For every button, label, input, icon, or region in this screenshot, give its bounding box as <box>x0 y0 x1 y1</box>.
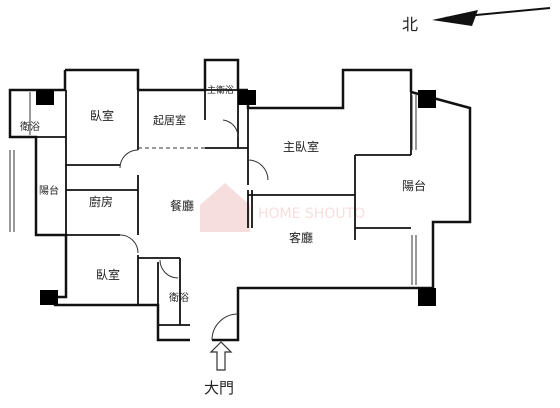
room-label-bath-bottom: 衛浴 <box>169 291 189 304</box>
door-bedroom-bottom <box>119 234 139 254</box>
pillar <box>40 290 58 305</box>
door-bath-bottom <box>159 259 179 279</box>
north-arrow-icon <box>432 10 478 26</box>
entrance-label: 大門 <box>204 379 234 397</box>
room-label-balcony-right: 陽台 <box>402 178 426 193</box>
room-label-bedroom-bottom: 臥室 <box>96 267 120 282</box>
door-master-bath <box>222 119 239 138</box>
room-label-living: 客廳 <box>289 230 313 245</box>
room-label-bedroom-top: 臥室 <box>90 108 114 123</box>
room-label-bath-left: 衛浴 <box>20 120 40 133</box>
door-bedroom-top <box>119 149 139 169</box>
entrance: 大門 <box>204 341 234 397</box>
entrance-arrow-icon <box>209 341 233 371</box>
door-master-bedroom <box>247 159 269 181</box>
door-main-entrance <box>211 313 239 341</box>
watermark-house-icon <box>200 183 250 232</box>
doors <box>119 119 269 341</box>
room-label-living-small: 起居室 <box>153 113 186 127</box>
room-labels: 臥室 衛浴 起居室 主衛浴 主臥室 陽台 廚房 餐廳 陽台 客廳 臥室 衛浴 <box>20 84 426 304</box>
compass-label: 北 <box>402 15 418 34</box>
pillars <box>36 90 436 306</box>
pillar <box>418 288 436 306</box>
pillar <box>418 90 436 108</box>
compass: 北 <box>402 7 551 34</box>
windows <box>9 92 417 285</box>
interior-walls <box>10 89 412 326</box>
room-label-kitchen: 廚房 <box>89 194 113 209</box>
room-label-master-bath: 主衛浴 <box>207 84 234 96</box>
room-label-dining: 餐廳 <box>170 198 194 213</box>
room-label-master-bedroom: 主臥室 <box>283 139 319 154</box>
pillar <box>238 90 256 105</box>
pillar <box>36 90 54 105</box>
room-label-balcony-left: 陽台 <box>39 184 59 197</box>
watermark: HOME SHOUTO <box>200 183 365 232</box>
watermark-text: HOME SHOUTO <box>258 206 365 222</box>
